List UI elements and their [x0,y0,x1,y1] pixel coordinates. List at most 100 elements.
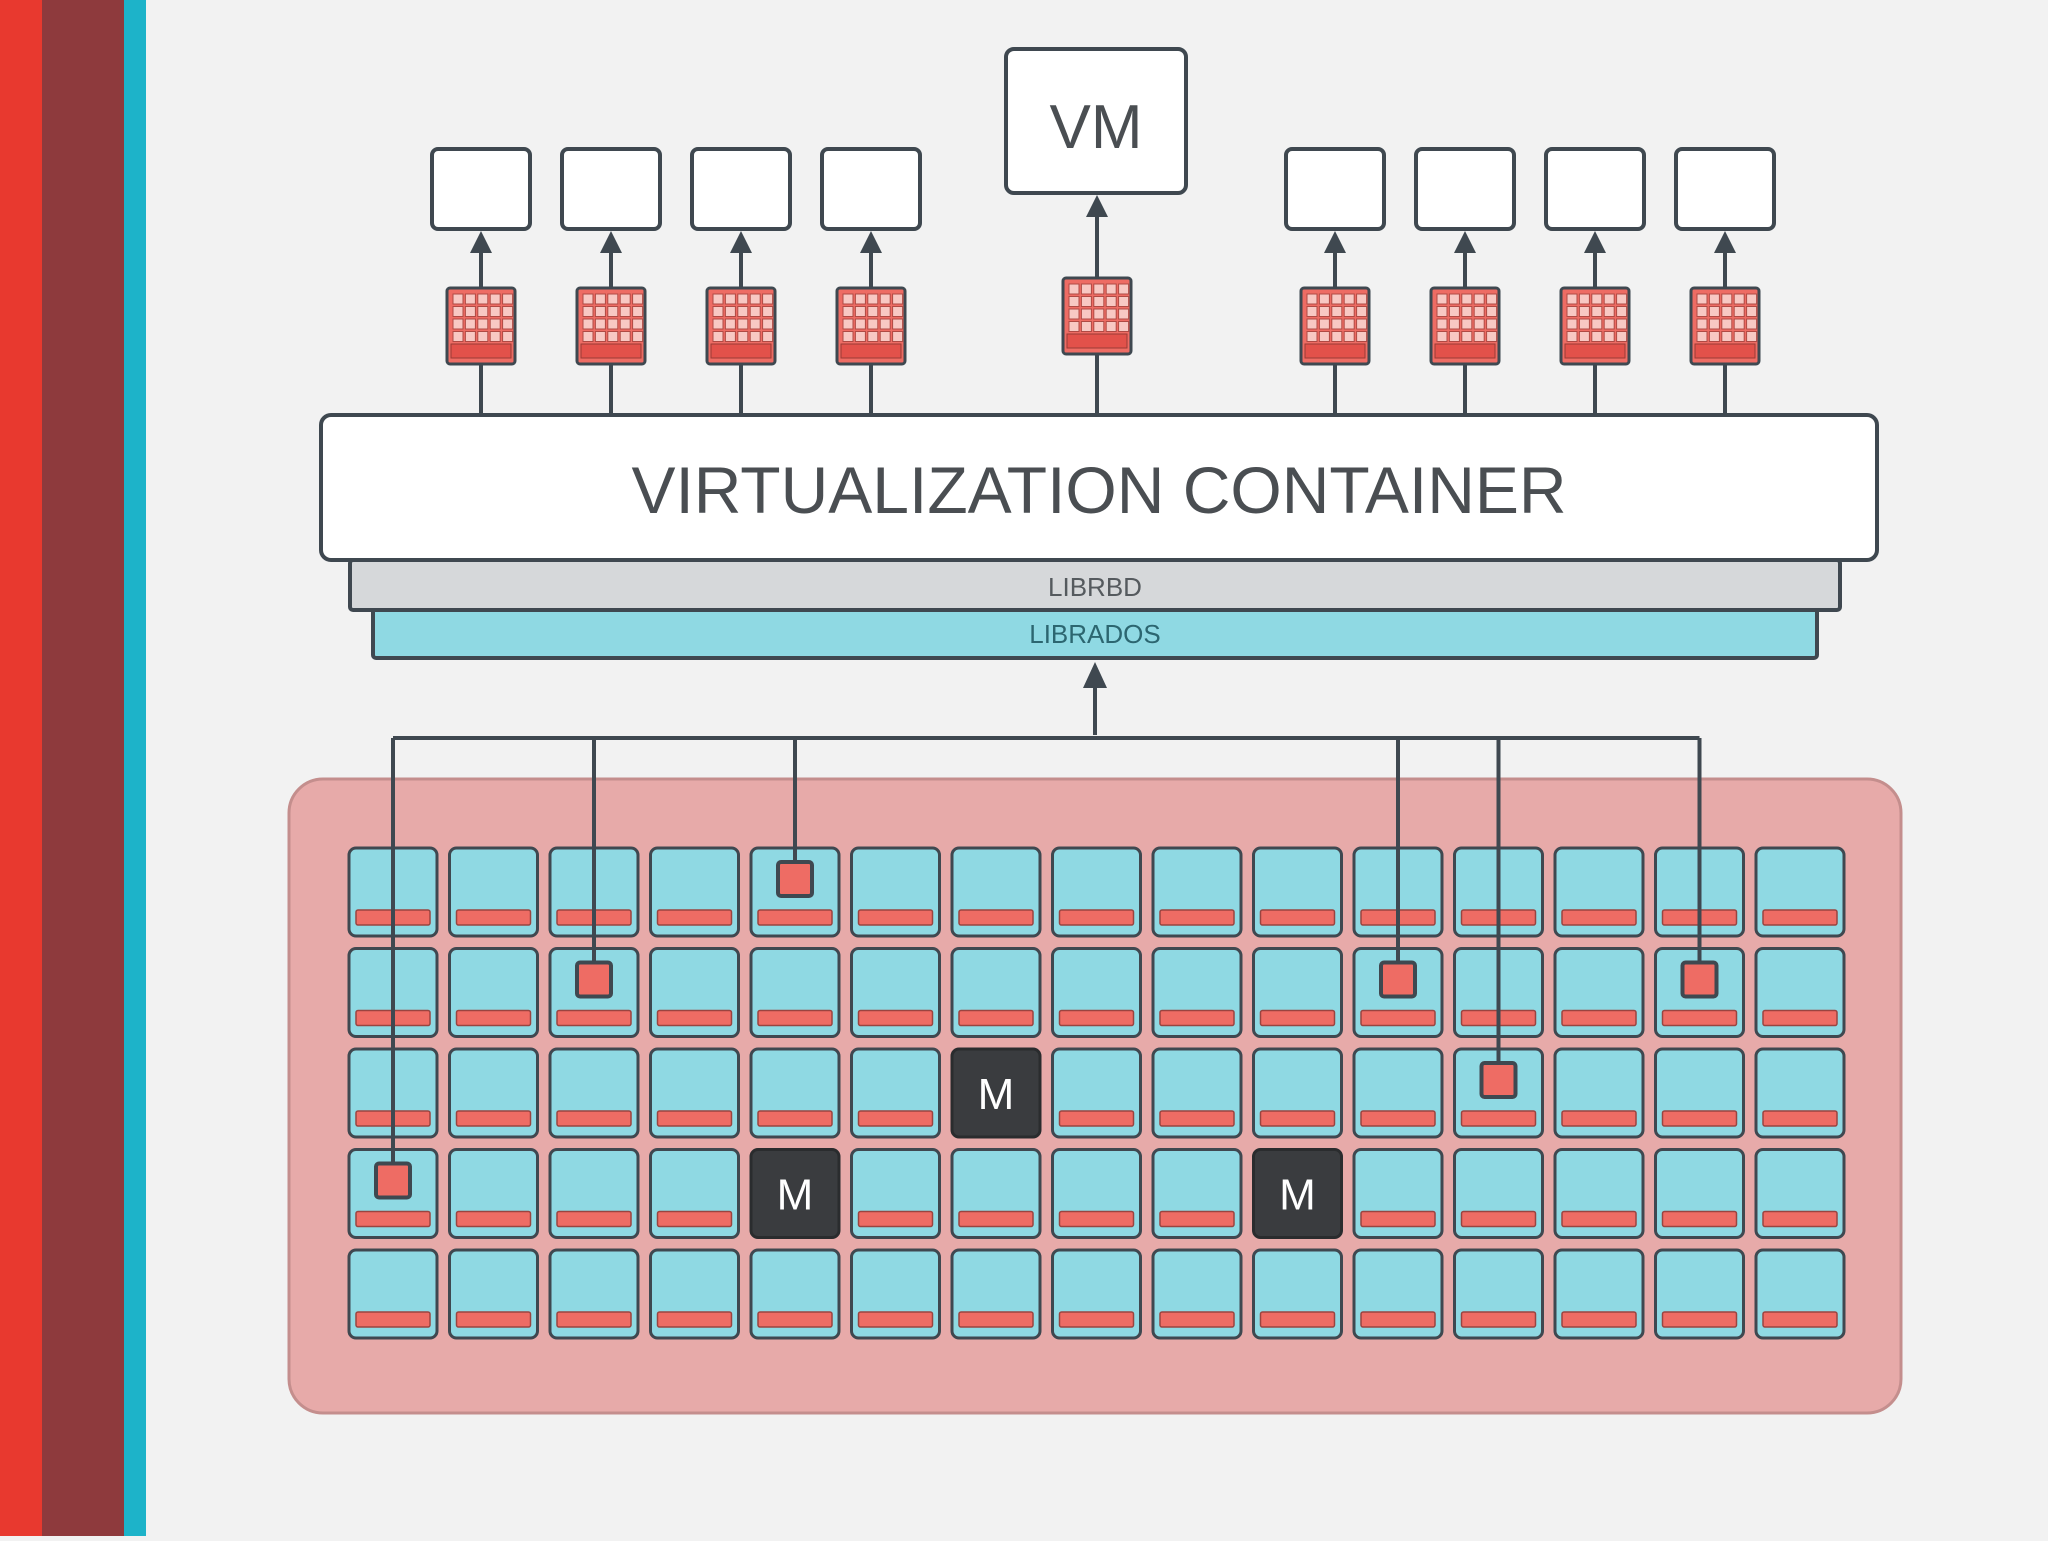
arrow-head [1086,195,1108,217]
block-device-cell [1461,331,1473,342]
block-device-cell [1093,296,1105,307]
block-device-cell [1448,318,1460,330]
guest-vm-stack [1544,147,1646,415]
block-device-cell [607,293,619,305]
guest-vm-box [1544,147,1646,231]
osd-disk-bar [656,909,733,926]
osd-disk-bar [1762,1110,1838,1127]
block-device-cell [867,293,879,305]
block-device-cell [1578,306,1590,317]
block-device-cell [1306,318,1318,330]
block-device-cell [737,293,749,305]
block-device-cell [1318,306,1330,317]
block-device-cell [607,331,619,342]
osd-disk-bar [1762,1009,1838,1027]
block-device-cell [1306,306,1318,317]
block-device-cell [1616,306,1628,317]
osd-disk-bar [455,1009,532,1027]
monitor-node [749,1148,841,1239]
block-device-cell [1603,318,1615,330]
guest-vm-stack [430,147,532,415]
block-device-cell [1696,306,1708,317]
osd-disk-bar [455,1210,532,1228]
block-device-cell [1436,306,1448,317]
block-device-cell [594,306,606,317]
block-device-cell [1696,331,1708,342]
block-device-cell [1331,306,1343,317]
block-device-cell [489,306,501,317]
block-device-icon [1429,286,1501,366]
osd-disk-bar [656,1311,733,1328]
osd-disk-bar [1360,1311,1436,1328]
osd-disk-bar [1259,909,1336,926]
block-device-cell [1486,318,1498,330]
librados-label: LIBRADOS [1029,619,1161,649]
block-device-cell [502,331,514,342]
block-device-cell [464,306,476,317]
osd-disk-bar [958,909,1034,926]
block-device-icon [835,286,907,366]
osd-disk-bar [857,909,934,926]
block-device-cell [842,306,854,317]
block-device-cell [464,318,476,330]
guest-vm-stack [1284,147,1386,415]
osd-disk-bar [1259,1110,1336,1127]
block-device-cell [1591,293,1603,305]
block-device-cell [1473,293,1485,305]
block-device-bar [580,343,642,359]
osd-disk-bar [1661,1210,1738,1228]
guest-vm-box [560,147,662,231]
block-device-cell [1578,318,1590,330]
osd-disk-bar [1058,1210,1135,1228]
block-device-cell [502,318,514,330]
osd-disk-bar [1058,909,1135,926]
block-device-cell [1733,293,1745,305]
block-device-icon [1061,276,1133,356]
osd-disk-bar [1360,1110,1436,1127]
block-device-cell [1461,318,1473,330]
block-device-cell [1473,306,1485,317]
block-device-cell [892,318,904,330]
osd-disk-bar [1460,1311,1537,1328]
arrow-head [1584,231,1606,253]
block-device-cell [1473,318,1485,330]
block-device-cell [724,293,736,305]
osd-disk-bar [1561,1009,1637,1027]
block-device-cell [749,306,761,317]
block-device-cell [1696,293,1708,305]
librbd-label: LIBRBD [1048,572,1142,602]
block-device-cell [749,293,761,305]
block-device-cell [1343,306,1355,317]
block-device-cell [477,293,489,305]
osd-disk-bar [1762,909,1838,926]
object-markers [374,860,1719,1200]
block-device-cell [854,293,866,305]
block-device-cell [1578,331,1590,342]
stripe-teal [124,0,146,1536]
block-device-cell [762,331,774,342]
block-device-cell [1721,306,1733,317]
osd-disk-bar [1661,1110,1738,1127]
osd-disk-bar [556,1311,632,1328]
osd-disk-bar [958,1009,1034,1027]
guest-vm-stack [690,147,792,415]
osd-disk-bar [1661,1311,1738,1328]
osd-disk-bar [1561,1110,1637,1127]
block-device-cell [854,318,866,330]
block-device-cell [1733,331,1745,342]
block-device-cell [1721,331,1733,342]
osd-disk-bar [556,1009,632,1027]
block-device-cell [1733,306,1745,317]
block-device-cell [619,318,631,330]
block-device-cell [502,293,514,305]
block-device-cell [1721,318,1733,330]
object-marker [1479,1061,1518,1099]
block-device-cell [879,331,891,342]
block-device-cell [1461,293,1473,305]
arrow-head [1454,231,1476,253]
block-device-cell [1068,308,1080,320]
block-device-bar [1694,343,1756,359]
block-device-cell [1566,331,1578,342]
block-device-cell [1746,331,1758,342]
block-device-cell [1448,331,1460,342]
